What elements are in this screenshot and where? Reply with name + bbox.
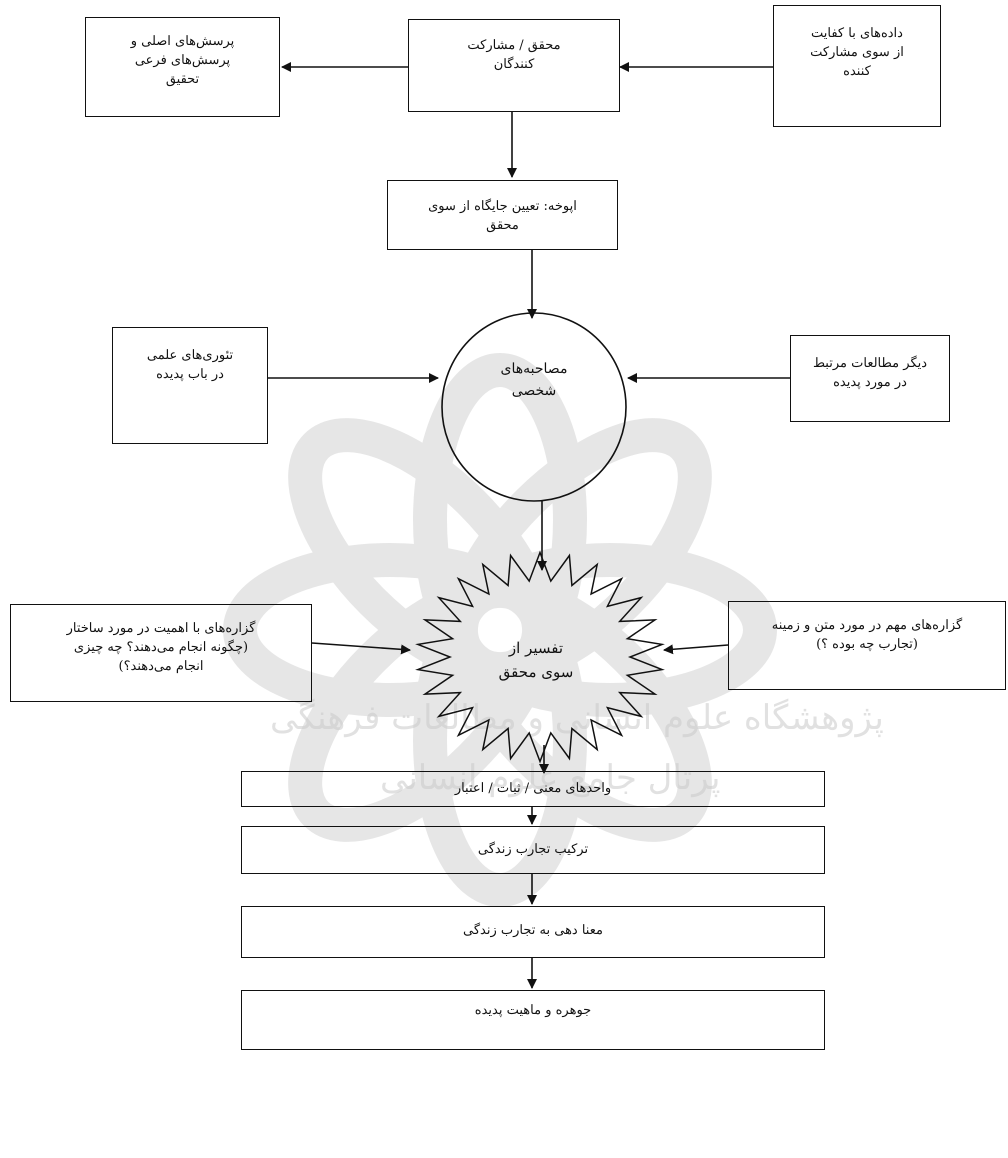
context-line-1: گزاره‌های مهم در مورد متن و زمینه (771, 618, 963, 633)
researcher-box: محقق / مشارکت کنندگان (408, 19, 620, 112)
researcher-line-2: کنندگان (493, 57, 535, 72)
interviews-line-2: شخصی (511, 383, 557, 399)
interpretation-starburst (415, 550, 665, 764)
essence-box: جوهره و ماهیت پدیده (241, 990, 825, 1050)
structure-line-2: (چگونه انجام می‌دهند؟ چه چیزی (73, 640, 249, 655)
structure-statements-box: گزاره‌های با اهمیت در مورد ساختار (چگونه… (10, 604, 312, 702)
questions-box: پرسش‌های اصلی و پرسش‌های فرعی تحقیق (85, 17, 280, 117)
context-line-2: (تجارب چه بوده ؟) (816, 637, 918, 652)
epoche-line-2: محقق (486, 218, 519, 233)
interpretation-label: تفسیر از سوی محقق (476, 636, 596, 684)
other-studies-line-2: در مورد پدیده (833, 375, 907, 390)
interviews-circle (441, 312, 627, 502)
questions-line-1: پرسش‌های اصلی و (130, 34, 235, 49)
quality-data-line-1: داده‌های با کفایت (811, 26, 903, 41)
epoche-line-1: اپوخه: تعیین جایگاه از سوی (428, 199, 577, 214)
researcher-line-1: محقق / مشارکت (467, 38, 561, 53)
meaning-units-label: واحدهای معنی / ثبات / اعتبار (454, 781, 612, 796)
theories-line-1: تئوری‌های علمی (146, 348, 234, 363)
interpretation-line-1: تفسیر از (508, 639, 564, 657)
structure-line-1: گزاره‌های با اهمیت در مورد ساختار (66, 621, 256, 636)
quality-data-box: داده‌های با کفایت از سوی مشارکت کننده (773, 5, 941, 127)
theories-box: تئوری‌های علمی در باب پدیده (112, 327, 268, 444)
arrow-structure-to-interpretation (311, 642, 411, 655)
synthesis-label: ترکیب تجارب زندگی (477, 842, 589, 857)
other-studies-box: دیگر مطالعات مرتبط در مورد پدیده (790, 335, 950, 422)
quality-data-line-3: کننده (843, 64, 871, 79)
arrow-context-to-interpretation (663, 644, 729, 655)
watermark-text-1: پژوهشگاه علوم انسانی و مطالعات فرهنگی (270, 698, 884, 738)
quality-data-line-2: از سوی مشارکت (810, 45, 904, 60)
meaning-units-box: واحدهای معنی / ثبات / اعتبار (241, 771, 825, 807)
meaning-giving-label: معنا دهی به تجارب زندگی (463, 923, 603, 938)
context-statements-box: گزاره‌های مهم در مورد متن و زمینه (تجارب… (728, 601, 1006, 690)
other-studies-line-1: دیگر مطالعات مرتبط (812, 356, 928, 371)
questions-line-3: تحقیق (165, 72, 200, 87)
interviews-label: مصاحبه‌های شخصی (474, 358, 594, 402)
synthesis-box: ترکیب تجارب زندگی (241, 826, 825, 874)
questions-line-2: پرسش‌های فرعی (134, 53, 231, 68)
theories-line-2: در باب پدیده (156, 367, 224, 382)
interviews-line-1: مصاحبه‌های (500, 361, 568, 377)
meaning-giving-box: معنا دهی به تجارب زندگی (241, 906, 825, 958)
essence-label: جوهره و ماهیت پدیده (474, 1003, 592, 1018)
watermark-text-2: پرتال جامع علوم انسانی (380, 758, 721, 798)
epoche-box: اپوخه: تعیین جایگاه از سوی محقق (387, 180, 618, 250)
interpretation-line-2: سوی محقق (498, 663, 574, 681)
structure-line-3: انجام می‌دهند؟) (118, 659, 204, 674)
